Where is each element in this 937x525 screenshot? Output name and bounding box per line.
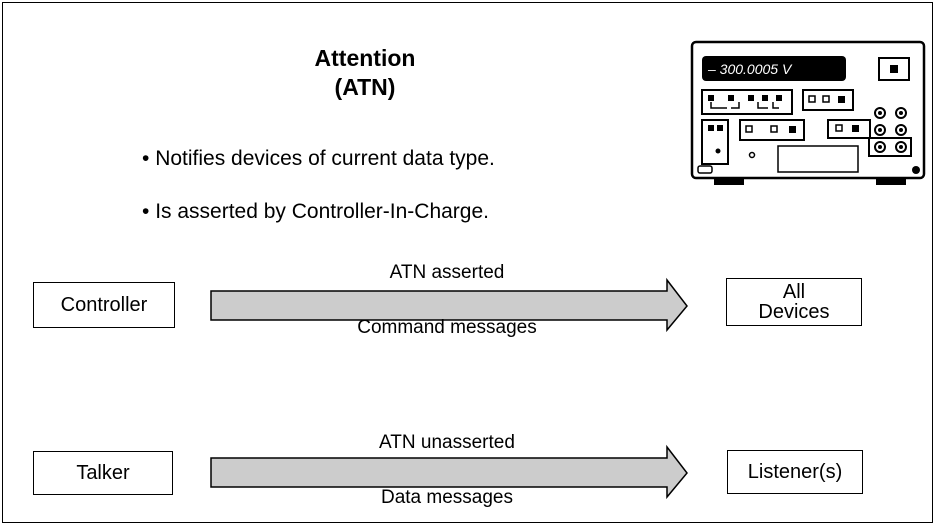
middle-key-group [739, 119, 805, 141]
controller-box: Controller [33, 282, 175, 328]
all-devices-line-1: All [782, 281, 806, 303]
listeners-label: Listener(s) [747, 461, 843, 483]
instrument-foot-right [876, 178, 906, 185]
lower-key-group [701, 119, 729, 165]
title-line-1: Attention [314, 45, 416, 71]
range-keys [808, 95, 830, 103]
function-keys [708, 95, 782, 101]
arrow-shape-2 [210, 444, 688, 500]
middle-keys [745, 125, 778, 133]
lower-key-2 [717, 125, 723, 131]
arrow-shape-1 [210, 277, 688, 333]
bullet-2-text: Is asserted by Controller-In-Charge. [155, 200, 489, 223]
all-devices-line-2: Devices [758, 301, 830, 323]
controller-to-devices-arrow [210, 277, 688, 333]
talker-to-listeners-arrow [210, 444, 688, 500]
instrument-display [702, 56, 846, 81]
corner-knob [912, 166, 920, 174]
range-key-selected [838, 96, 845, 103]
bullet-1: • Notifies devices of current data type. [142, 147, 495, 170]
talker-box: Talker [33, 451, 173, 495]
lower-panel [777, 145, 859, 173]
middle-indicator [748, 151, 756, 159]
power-button-icon [890, 65, 898, 73]
atn-asserted-label: ATN asserted [389, 262, 505, 283]
function-key-brackets [710, 102, 779, 109]
small-key-2 [852, 125, 859, 132]
controller-label: Controller [60, 294, 148, 316]
range-key-group [802, 89, 854, 111]
listeners-box: Listener(s) [727, 450, 863, 494]
bullet-1-text: Notifies devices of current data type. [155, 147, 495, 170]
lower-indicator [715, 148, 721, 154]
talker-label: Talker [76, 462, 130, 484]
bullet-2: • Is asserted by Controller-In-Charge. [142, 200, 489, 223]
instrument-illustration: – 300.0005 V [690, 40, 926, 185]
function-key-group [701, 89, 793, 115]
title-line-2: (ATN) [334, 74, 396, 100]
lower-key-1 [708, 125, 714, 131]
command-messages-label: Command messages [357, 317, 537, 338]
corner-switch [697, 165, 713, 174]
data-messages-label: Data messages [380, 487, 513, 508]
small-key-group [827, 119, 871, 139]
all-devices-box: All Devices [726, 278, 862, 326]
small-key-1 [835, 124, 843, 132]
instrument-foot-left [714, 178, 744, 185]
terminal-jacks [868, 107, 912, 157]
middle-key-selected [789, 126, 796, 133]
atn-unasserted-label: ATN unasserted [379, 432, 515, 453]
display-readout: – 300.0005 V [707, 61, 793, 77]
